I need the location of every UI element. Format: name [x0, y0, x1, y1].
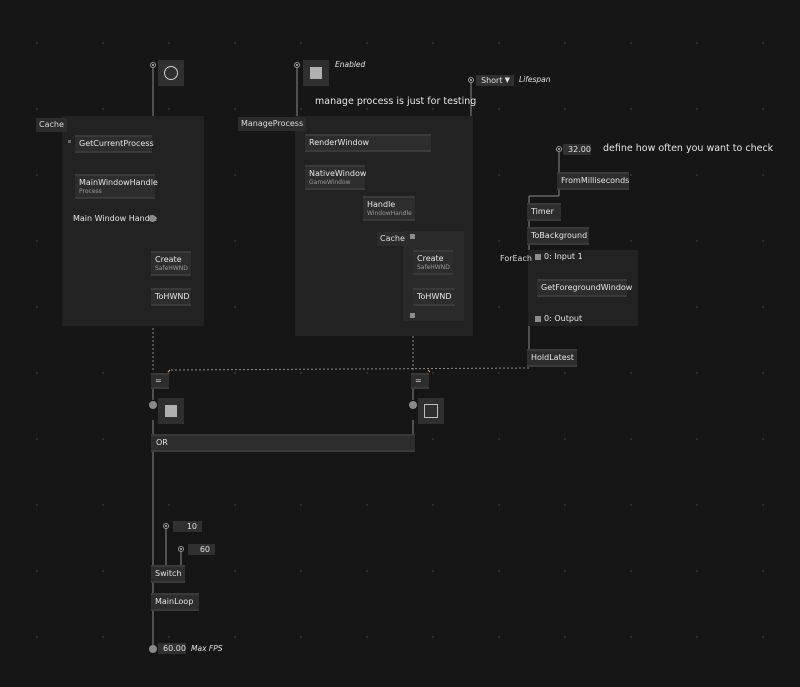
node-title: RenderWindow — [309, 138, 370, 147]
cache-region-right — [403, 231, 464, 321]
interval-value-box[interactable]: 32.00 — [563, 144, 591, 155]
interval-input-pin[interactable] — [556, 146, 562, 152]
lifespan-dropdown[interactable]: Short ▼ — [476, 75, 514, 86]
node-title: NativeWindow — [309, 169, 367, 178]
node-title: OR — [156, 438, 168, 447]
node-title: ToHWND — [417, 292, 452, 301]
to-background-node[interactable]: ToBackground — [527, 227, 589, 245]
node-title: MainLoop — [155, 597, 194, 606]
foreach-label[interactable]: ForEach — [500, 254, 532, 263]
cache-label-right[interactable]: Cache — [377, 232, 408, 246]
node-title: ToHWND — [155, 292, 190, 301]
circle-toggle[interactable] — [158, 60, 184, 86]
result-toggle-right-pin[interactable] — [409, 401, 417, 409]
chevron-down-icon: ▼ — [504, 76, 510, 84]
node-title: Handle — [367, 200, 396, 209]
node-title: FromMilliseconds — [561, 176, 630, 185]
main-window-handle-label: Main Window Handle — [73, 214, 157, 223]
cache-label-left[interactable]: Cache — [36, 118, 67, 132]
max-fps-value-box[interactable]: 60.00 — [158, 643, 186, 654]
hold-latest-node[interactable]: HoldLatest — [527, 349, 577, 367]
tohwnd-node-left[interactable]: ToHWND — [151, 288, 191, 306]
native-window-node[interactable]: NativeWindow GameWindow — [305, 165, 367, 190]
timer-node[interactable]: Timer — [527, 203, 561, 221]
switch-node[interactable]: Switch — [151, 565, 185, 583]
foreach-output-label: 0: Output — [544, 314, 583, 323]
lifespan-input-pin[interactable] — [468, 77, 474, 83]
lifespan-value: Short — [481, 76, 503, 85]
v60-value-box[interactable]: 60 — [188, 544, 215, 555]
max-fps-label: Max FPS — [191, 644, 223, 653]
node-title: ToBackground — [531, 231, 588, 240]
or-node[interactable]: OR — [151, 434, 415, 452]
equals-node-left[interactable]: = — [151, 373, 169, 389]
output-port-square[interactable] — [535, 316, 541, 322]
node-title: Create — [417, 254, 444, 263]
wire-hold-eq2-tip — [427, 369, 431, 373]
v10-value-box[interactable]: 10 — [173, 521, 202, 532]
result-toggle-right[interactable] — [418, 398, 444, 424]
node-title: GetCurrentProcess — [79, 139, 154, 148]
from-milliseconds-node[interactable]: FromMilliseconds — [557, 172, 629, 190]
foreach-input-label: 0: Input 1 — [544, 252, 583, 261]
create-node-right[interactable]: Create SafeHWND — [413, 250, 453, 275]
main-window-handle-pin[interactable] — [149, 215, 156, 222]
max-fps-pin[interactable] — [149, 645, 157, 653]
enabled-toggle[interactable] — [303, 60, 329, 86]
node-subtitle: Process — [79, 188, 102, 195]
get-current-process-node[interactable]: GetCurrentProcess — [75, 135, 154, 153]
circle-toggle-input-pin[interactable] — [150, 62, 156, 68]
filled-square-icon — [165, 405, 177, 417]
empty-square-icon — [424, 404, 438, 418]
node-subtitle: SafeHWND — [417, 264, 450, 271]
node-subtitle: SafeHWND — [155, 265, 188, 272]
manage-process-label[interactable]: ManageProcess — [238, 117, 307, 131]
node-title: GetForegroundWindow — [541, 283, 633, 292]
cache-pin — [68, 140, 71, 143]
handle-node[interactable]: Handle WindowHandle — [363, 196, 415, 221]
filled-square-icon — [310, 67, 322, 79]
node-title: Create — [155, 255, 182, 264]
cache-output-port[interactable] — [410, 313, 415, 318]
manage-process-comment: manage process is just for testing — [315, 96, 477, 107]
node-title: Timer — [531, 207, 554, 216]
tohwnd-node-right[interactable]: ToHWND — [413, 288, 455, 306]
enabled-input-pin[interactable] — [294, 62, 300, 68]
main-window-handle-node[interactable]: MainWindowHandle Process — [75, 174, 158, 199]
interval-comment: define how often you want to check — [603, 143, 774, 154]
get-foreground-window-node[interactable]: GetForegroundWindow — [537, 279, 632, 297]
input-port-square[interactable] — [535, 254, 541, 260]
lifespan-label: Lifespan — [519, 75, 551, 84]
cache-input-port[interactable] — [410, 234, 415, 239]
result-toggle-left-pin[interactable] — [149, 401, 157, 409]
enabled-label: Enabled — [335, 60, 366, 69]
node-title: = — [155, 376, 162, 385]
node-title: MainWindowHandle — [79, 178, 158, 187]
result-toggle-left[interactable] — [158, 398, 184, 424]
create-node-left[interactable]: Create SafeHWND — [151, 251, 191, 276]
node-subtitle: WindowHandle — [367, 210, 412, 217]
wire-hold-eq1 — [167, 364, 530, 373]
v60-input-pin[interactable] — [178, 546, 184, 552]
circle-icon — [164, 66, 178, 80]
wire-hold-eq1-tip — [167, 369, 171, 373]
main-loop-node[interactable]: MainLoop — [151, 593, 199, 611]
node-title: HoldLatest — [531, 353, 574, 362]
node-subtitle: GameWindow — [309, 179, 351, 186]
node-title: = — [415, 376, 422, 385]
equals-node-right[interactable]: = — [411, 373, 429, 389]
v10-input-pin[interactable] — [163, 523, 169, 529]
render-window-node[interactable]: RenderWindow — [305, 134, 431, 152]
node-title: Switch — [155, 569, 182, 578]
